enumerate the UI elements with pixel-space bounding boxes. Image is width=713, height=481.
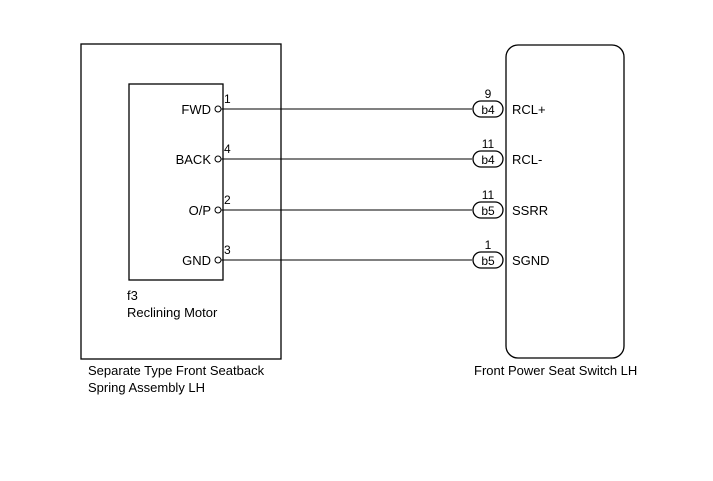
left-pin-number: 2: [224, 193, 231, 207]
left-terminal-label: O/P: [189, 203, 211, 218]
connector-badge: [472, 251, 504, 269]
right-pin-number: 9: [485, 87, 492, 101]
left-terminal-label: FWD: [181, 102, 211, 117]
motor-code: f3: [127, 288, 138, 303]
connector-code: b4: [481, 103, 495, 117]
wire-row-3: GND 3 1 b5 SGND: [182, 238, 550, 269]
right-pin-number: 11: [482, 137, 495, 151]
left-pin-number: 4: [224, 142, 231, 156]
left-terminal-label: GND: [182, 253, 211, 268]
connector-code: b5: [481, 254, 495, 268]
power-seat-switch-box: [505, 44, 625, 359]
right-assembly-caption: Front Power Seat Switch LH: [474, 363, 637, 378]
terminal-icon: [214, 256, 222, 264]
connector-badge: [472, 150, 504, 168]
seatback-assembly-box: [80, 43, 282, 360]
connector-badge: [472, 201, 504, 219]
wire-row-0: FWD 1 9 b4 RCL+: [181, 87, 546, 118]
left-assembly-caption-line1: Separate Type Front Seatback: [88, 363, 265, 378]
right-pin-number: 11: [482, 188, 495, 202]
terminal-icon: [214, 206, 222, 214]
motor-name: Reclining Motor: [127, 305, 218, 320]
connector-code: b4: [481, 153, 495, 167]
reclining-motor-box: [128, 83, 224, 281]
wire-row-1: BACK 4 11 b4 RCL-: [176, 137, 542, 168]
left-terminal-label: BACK: [176, 152, 212, 167]
right-terminal-label: SSRR: [512, 203, 548, 218]
right-terminal-label: RCL-: [512, 152, 542, 167]
right-terminal-label: RCL+: [512, 102, 546, 117]
left-pin-number: 3: [224, 243, 231, 257]
right-pin-number: 1: [485, 238, 492, 252]
left-pin-number: 1: [224, 92, 231, 106]
left-assembly-caption-line2: Spring Assembly LH: [88, 380, 205, 395]
terminal-icon: [214, 105, 222, 113]
right-terminal-label: SGND: [512, 253, 550, 268]
terminal-icon: [214, 155, 222, 163]
wire-row-2: O/P 2 11 b5 SSRR: [189, 188, 548, 219]
connector-badge: [472, 100, 504, 118]
connector-code: b5: [481, 204, 495, 218]
